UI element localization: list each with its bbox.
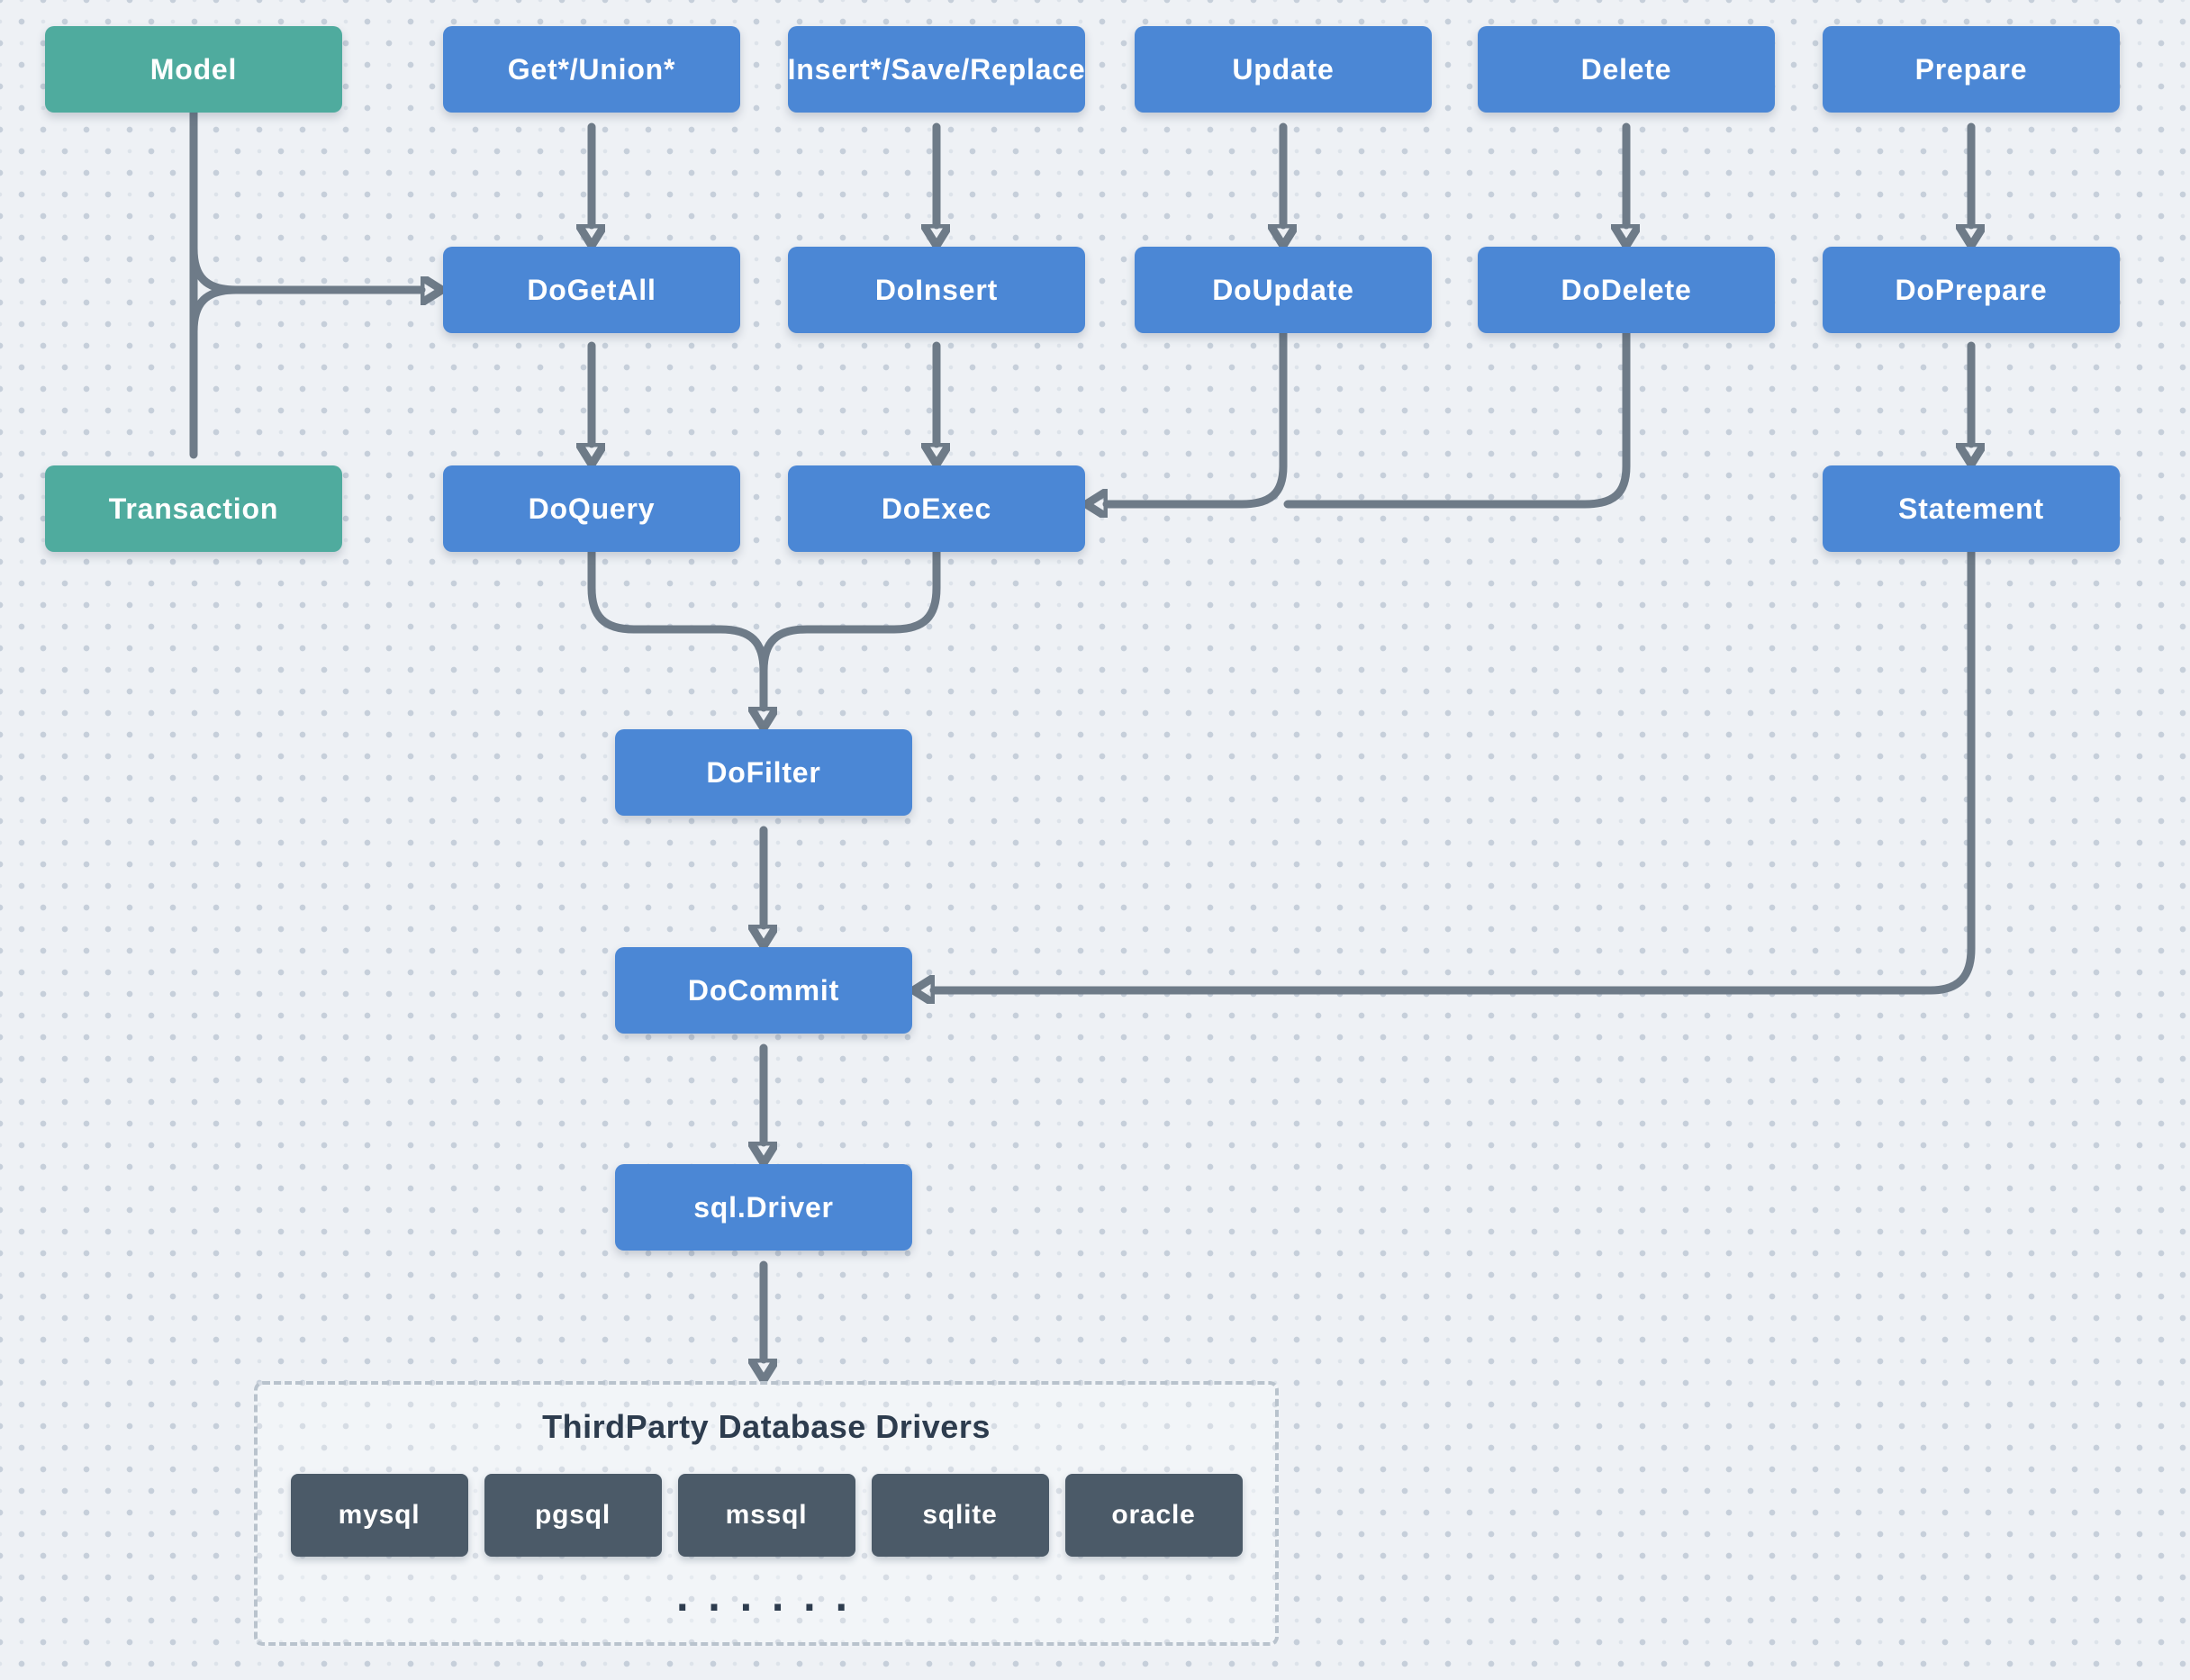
node-doinsert: DoInsert — [788, 247, 1085, 333]
node-update: Update — [1135, 26, 1432, 113]
node-doexec: DoExec — [788, 465, 1085, 552]
drivers-row: mysql pgsql mssql sqlite oracle — [258, 1474, 1275, 1557]
edge-dodelete-doexec — [1283, 329, 1631, 509]
edge-model-dogetall-fillet — [189, 285, 240, 336]
node-sqldriver: sql.Driver — [615, 1164, 912, 1251]
driver-pgsql: pgsql — [484, 1474, 662, 1557]
node-dogetall: DoGetAll — [443, 247, 740, 333]
node-dodelete: DoDelete — [1478, 247, 1775, 333]
node-model: Model — [45, 26, 342, 113]
driver-mysql: mysql — [290, 1474, 468, 1557]
edge-model-dogetall — [189, 244, 421, 290]
more-drivers-ellipsis: ...... — [671, 1576, 862, 1620]
node-statement: Statement — [1823, 465, 2120, 552]
node-dofilter: DoFilter — [615, 729, 912, 816]
node-doprepare: DoPrepare — [1823, 247, 2120, 333]
edge-doexec-dofilter — [759, 547, 941, 675]
edge-doupdate-doexec — [1107, 329, 1288, 504]
node-prepare: Prepare — [1823, 26, 2120, 113]
driver-mssql: mssql — [677, 1474, 855, 1557]
node-insert-save-replace: Insert*/Save/Replace — [788, 26, 1085, 113]
driver-oracle: oracle — [1064, 1474, 1243, 1557]
thirdparty-drivers-panel: ThirdParty Database Drivers mysql pgsql … — [254, 1381, 1279, 1646]
edge-statement-docommit — [934, 547, 1976, 990]
driver-sqlite: sqlite — [871, 1474, 1049, 1557]
node-doquery: DoQuery — [443, 465, 740, 552]
edge-doquery-dofilter — [587, 547, 764, 708]
thirdparty-drivers-title: ThirdParty Database Drivers — [542, 1408, 991, 1445]
node-docommit: DoCommit — [615, 947, 912, 1034]
node-delete: Delete — [1478, 26, 1775, 113]
node-transaction: Transaction — [45, 465, 342, 552]
node-doupdate: DoUpdate — [1135, 247, 1432, 333]
node-get-union: Get*/Union* — [443, 26, 740, 113]
